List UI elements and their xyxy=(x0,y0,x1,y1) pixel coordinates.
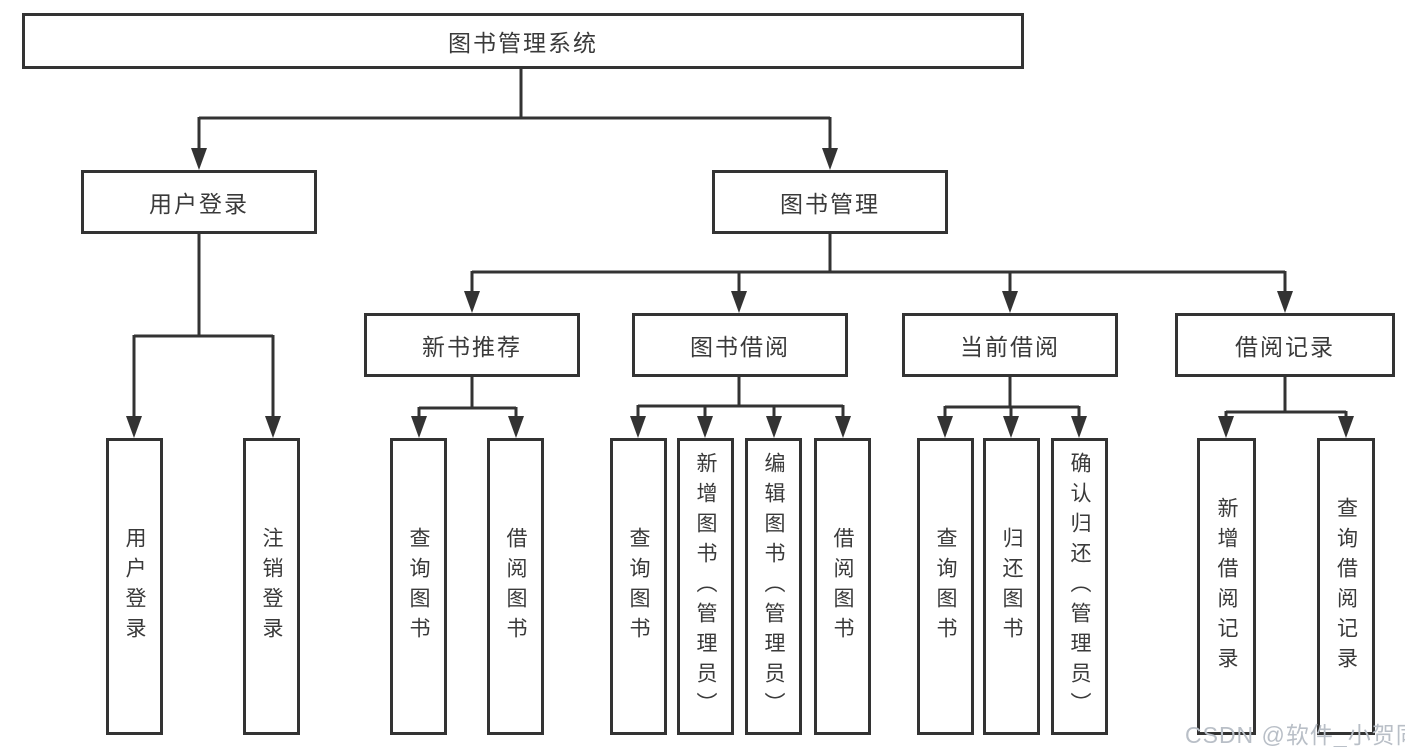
node-new-book-recommend: 新书推荐 xyxy=(364,313,580,377)
leaf-borrow-books: 借阅图书 xyxy=(814,438,871,735)
node-book-management-label: 图书管理 xyxy=(780,191,880,217)
leaf-query-books-borrow: 查询图书 xyxy=(610,438,667,735)
csdn-watermark: CSDN @软件_小贺同学 xyxy=(1185,722,1405,747)
node-user-login: 用户登录 xyxy=(81,170,317,234)
leaf-user-login: 用户登录 xyxy=(106,438,163,735)
leaf-confirm-return-admin-label: 确认归还（管理员） xyxy=(1068,451,1091,722)
leaf-query-borrow-record-label: 查询借阅记录 xyxy=(1334,496,1358,677)
node-current-borrow: 当前借阅 xyxy=(902,313,1118,377)
leaf-query-borrow-record: 查询借阅记录 xyxy=(1317,438,1375,735)
leaf-add-borrow-record: 新增借阅记录 xyxy=(1197,438,1256,735)
leaf-edit-books-admin-label: 编辑图书（管理员） xyxy=(762,451,785,722)
node-new-book-recommend-label: 新书推荐 xyxy=(422,334,522,360)
leaf-user-login-label: 用户登录 xyxy=(123,526,146,647)
node-borrow-records: 借阅记录 xyxy=(1175,313,1395,377)
leaf-query-books-recommend: 查询图书 xyxy=(390,438,447,735)
node-root-system: 图书管理系统 xyxy=(22,13,1024,69)
leaf-borrow-books-recommend-label: 借阅图书 xyxy=(504,526,527,647)
node-book-borrow: 图书借阅 xyxy=(632,313,848,377)
node-borrow-records-label: 借阅记录 xyxy=(1235,334,1335,360)
node-user-login-label: 用户登录 xyxy=(149,191,249,217)
leaf-query-books-recommend-label: 查询图书 xyxy=(407,526,430,647)
leaf-return-books-label: 归还图书 xyxy=(1000,526,1023,647)
leaf-add-borrow-record-label: 新增借阅记录 xyxy=(1215,496,1238,677)
leaf-return-books: 归还图书 xyxy=(983,438,1040,735)
leaf-borrow-books-recommend: 借阅图书 xyxy=(487,438,544,735)
leaf-logout-label: 注销登录 xyxy=(260,526,283,647)
leaf-borrow-books-label: 借阅图书 xyxy=(831,526,854,647)
leaf-query-books-borrow-label: 查询图书 xyxy=(627,526,650,647)
node-book-borrow-label: 图书借阅 xyxy=(690,334,790,360)
leaf-confirm-return-admin: 确认归还（管理员） xyxy=(1051,438,1108,735)
node-book-management: 图书管理 xyxy=(712,170,948,234)
leaf-add-books-admin: 新增图书（管理员） xyxy=(677,438,734,735)
node-root-label: 图书管理系统 xyxy=(448,30,598,56)
leaf-query-books-current: 查询图书 xyxy=(917,438,974,735)
leaf-add-books-admin-label: 新增图书（管理员） xyxy=(694,451,717,722)
leaf-logout: 注销登录 xyxy=(243,438,300,735)
leaf-query-books-current-label: 查询图书 xyxy=(934,526,957,647)
leaf-edit-books-admin: 编辑图书（管理员） xyxy=(745,438,802,735)
node-current-borrow-label: 当前借阅 xyxy=(960,334,1060,360)
